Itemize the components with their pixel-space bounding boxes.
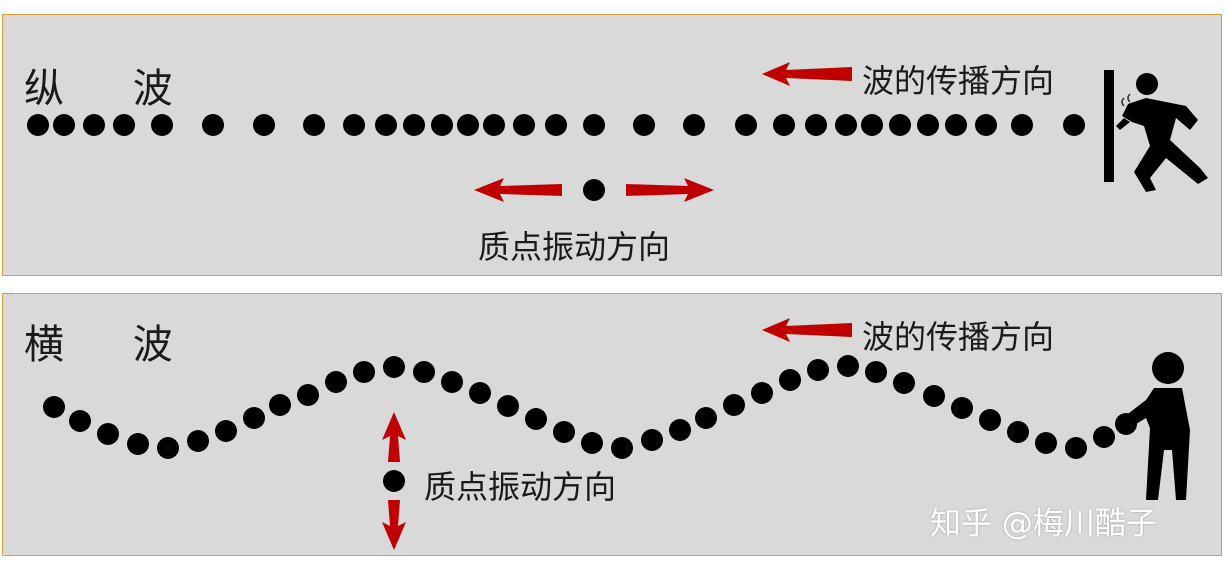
- particle-dot: [951, 397, 973, 419]
- particle-dot: [383, 356, 405, 378]
- particle-dot: [1065, 437, 1087, 459]
- particle-dot: [893, 372, 915, 394]
- particle-dot: [343, 114, 365, 136]
- longitudinal-wave-panel: [2, 14, 1222, 276]
- transverse-particles: [43, 355, 1137, 459]
- particle-dot: [1035, 432, 1057, 454]
- particle-dot: [303, 114, 325, 136]
- particle-dot: [735, 114, 757, 136]
- particle-dot: [669, 419, 691, 441]
- particle-dot: [53, 114, 75, 136]
- particle-dot: [773, 114, 795, 136]
- particle-dot: [553, 421, 575, 443]
- transverse-vibration-label: 质点振动方向: [424, 468, 617, 506]
- particle-dot: [151, 114, 173, 136]
- particle-dot: [805, 114, 827, 136]
- particle-dot: [611, 437, 633, 459]
- particle-dot: [97, 423, 119, 445]
- particle-dot: [837, 355, 859, 377]
- longitudinal-propagation-label: 波的传播方向: [862, 62, 1055, 100]
- particle-dot: [43, 396, 65, 418]
- transverse-propagation-label: 波的传播方向: [862, 318, 1055, 356]
- particle-dot: [751, 382, 773, 404]
- particle-dot: [923, 385, 945, 407]
- particle-dot: [545, 114, 567, 136]
- vibrating-particle: [583, 179, 605, 201]
- arrow-right-icon: [626, 178, 714, 202]
- particle-dot: [497, 395, 519, 417]
- particle-dot: [513, 114, 535, 136]
- particle-dot: [1011, 114, 1033, 136]
- particle-dot: [431, 114, 453, 136]
- particle-dot: [917, 114, 939, 136]
- particle-dot: [243, 407, 265, 429]
- arrow-down-icon: [382, 500, 406, 550]
- particle-dot: [202, 114, 224, 136]
- arrow-up-icon: [382, 412, 406, 462]
- arrow-left-icon: [762, 318, 852, 342]
- particle-dot: [413, 361, 435, 383]
- particle-dot: [1093, 426, 1115, 448]
- particle-dot: [695, 407, 717, 429]
- particle-dot: [525, 408, 547, 430]
- particle-dot: [581, 432, 603, 454]
- particle-dot: [779, 369, 801, 391]
- arrow-left-icon: [474, 178, 562, 202]
- particle-dot: [975, 114, 997, 136]
- particle-dot: [353, 361, 375, 383]
- particle-dot: [83, 114, 105, 136]
- particle-dot: [325, 371, 347, 393]
- particle-dot: [297, 384, 319, 406]
- particle-dot: [469, 382, 491, 404]
- particle-dot: [807, 359, 829, 381]
- particle-dot: [835, 114, 857, 136]
- particle-dot: [633, 114, 655, 136]
- particle-dot: [157, 437, 179, 459]
- particle-dot: [583, 114, 605, 136]
- particle-dot: [889, 114, 911, 136]
- particle-dot: [253, 114, 275, 136]
- particle-dot: [215, 420, 237, 442]
- particle-dot: [683, 114, 705, 136]
- watermark: 知乎 @梅川酷子: [930, 506, 1157, 542]
- person-pushing-icon: [1104, 70, 1208, 192]
- particle-dot: [269, 394, 291, 416]
- particle-dot: [483, 114, 505, 136]
- particle-dot: [27, 114, 49, 136]
- particle-dot: [979, 409, 1001, 431]
- particle-dot: [723, 394, 745, 416]
- longitudinal-title: 纵 波: [24, 66, 201, 112]
- longitudinal-vibration-label: 质点振动方向: [478, 228, 671, 266]
- particle-dot: [641, 429, 663, 451]
- particle-dot: [441, 371, 463, 393]
- transverse-title: 横 波: [24, 322, 201, 368]
- particle-dot: [865, 361, 887, 383]
- particle-dot: [1063, 114, 1085, 136]
- vibrating-particle: [383, 470, 405, 492]
- particle-dot: [113, 114, 135, 136]
- particle-dot: [1007, 421, 1029, 443]
- particle-dot: [945, 114, 967, 136]
- particle-dot: [375, 114, 397, 136]
- arrow-left-icon: [762, 62, 852, 86]
- particle-dot: [457, 114, 479, 136]
- particle-dot: [403, 114, 425, 136]
- longitudinal-particles: [27, 114, 1085, 136]
- particle-dot: [187, 430, 209, 452]
- particle-dot: [69, 410, 91, 432]
- particle-dot: [861, 114, 883, 136]
- person-standing-icon: [1120, 352, 1190, 500]
- particle-dot: [127, 433, 149, 455]
